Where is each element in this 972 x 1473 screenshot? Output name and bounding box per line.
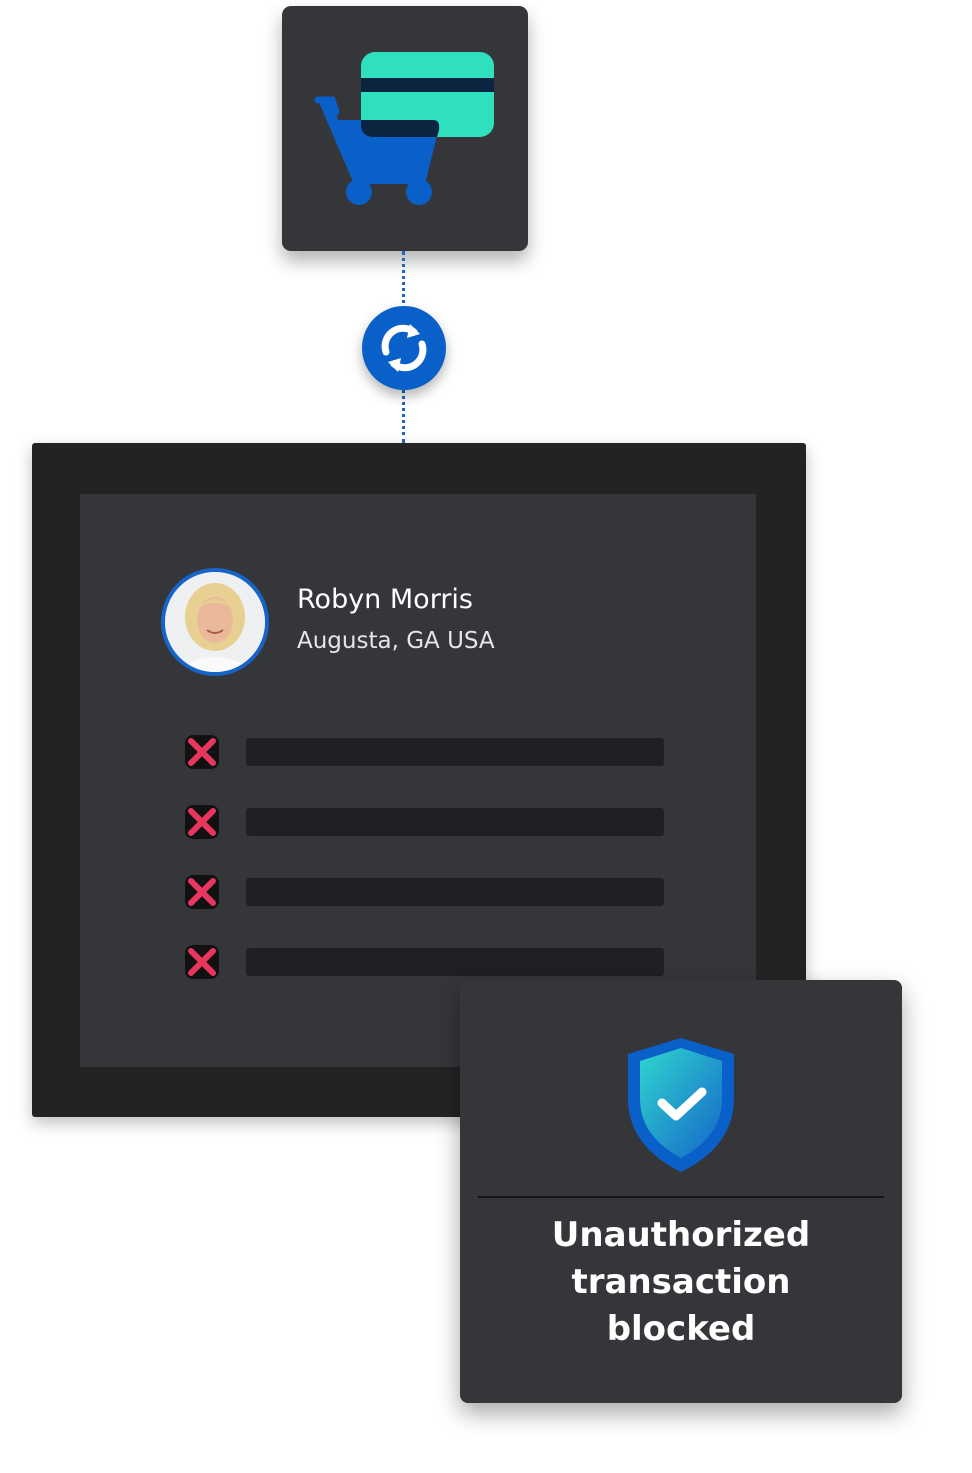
x-mark-icon [184, 804, 220, 840]
user-location: Augusta, GA USA [297, 628, 495, 654]
x-mark-icon [184, 874, 220, 910]
x-mark-icon [184, 734, 220, 770]
redacted-field-bar [246, 948, 664, 976]
alert-message: Unauthorized transaction blocked [460, 1212, 902, 1353]
redacted-field-bar [246, 738, 664, 766]
payment-card-tile [282, 6, 528, 251]
redacted-field-bar [246, 878, 664, 906]
x-mark-icon [184, 944, 220, 980]
shield-check-icon [628, 1038, 734, 1172]
sync-icon [362, 306, 446, 390]
divider [478, 1196, 884, 1198]
avatar [161, 568, 269, 676]
redacted-field-bar [246, 808, 664, 836]
alert-line: transaction [571, 1262, 791, 1302]
alert-line: Unauthorized [551, 1215, 811, 1255]
shopping-cart-credit-card-icon [314, 52, 494, 205]
user-name: Robyn Morris [297, 584, 473, 615]
alert-line: blocked [606, 1309, 756, 1349]
blocked-alert-card: Unauthorized transaction blocked [460, 980, 902, 1403]
